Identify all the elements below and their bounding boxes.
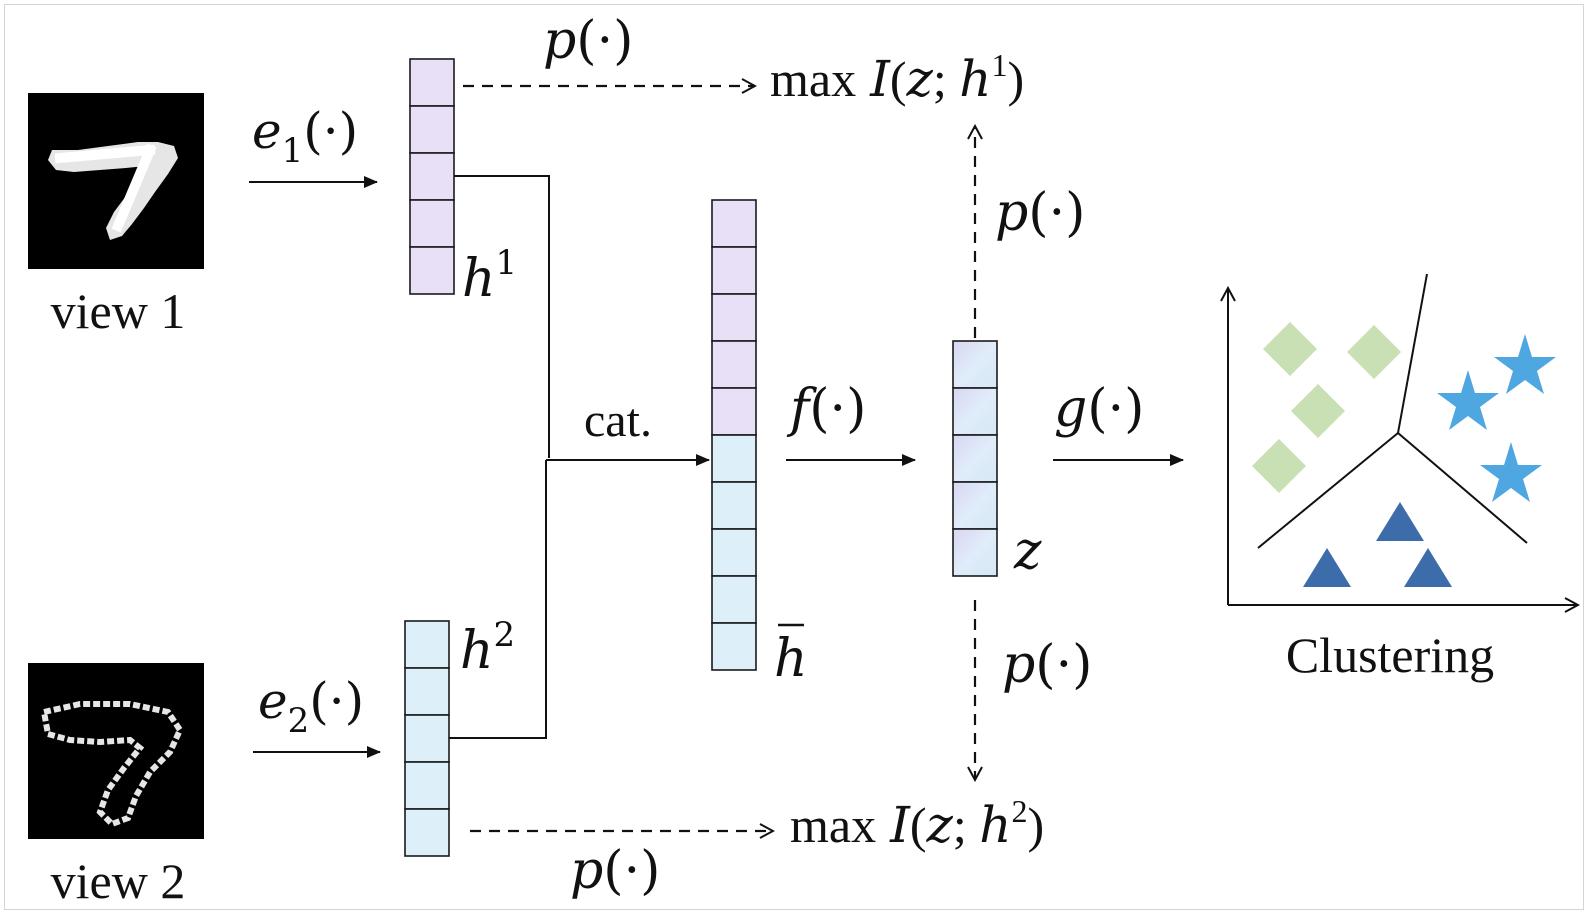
encoder2-label: e2(·) xyxy=(258,672,364,741)
h1-connector xyxy=(454,175,550,458)
h2-label: h2 xyxy=(460,615,515,681)
fusion-label: f(·) xyxy=(786,379,866,439)
diamond-marker xyxy=(1252,439,1306,493)
view1-label: view 1 xyxy=(51,283,186,339)
view2-image xyxy=(28,663,204,839)
triangle-marker xyxy=(1303,548,1351,587)
projection-label-bottom: p(·) xyxy=(570,841,660,901)
star-marker xyxy=(1437,370,1499,430)
h1-label: h1 xyxy=(462,243,517,309)
star-marker xyxy=(1494,334,1556,394)
triangle-marker xyxy=(1404,548,1452,587)
triangle-marker xyxy=(1376,502,1424,541)
h1-vector xyxy=(409,58,455,295)
boundary-line-2 xyxy=(1257,432,1399,549)
diamond-marker xyxy=(1347,325,1401,379)
z-vector xyxy=(952,340,998,577)
frame-border xyxy=(4,4,1584,910)
projection-label-z-up: p(·) xyxy=(995,183,1085,243)
encoder1-label: e1(·) xyxy=(252,102,358,171)
clustering-label: Clustering xyxy=(1286,627,1494,683)
projection-label-z-down: p(·) xyxy=(1002,635,1092,695)
z-label: z xyxy=(1013,521,1042,581)
h2-connector xyxy=(449,460,547,739)
concat-label: cat. xyxy=(584,394,652,447)
view1-image xyxy=(28,93,204,269)
view2-label: view 2 xyxy=(51,853,186,909)
star-marker xyxy=(1480,442,1542,502)
projection-label-top: p(·) xyxy=(543,11,633,71)
diamond-marker xyxy=(1263,322,1317,376)
hbar-label: h xyxy=(774,629,808,689)
cluster-fn-label: g(·) xyxy=(1054,379,1144,439)
diamond-marker xyxy=(1291,384,1345,438)
h2-vector xyxy=(404,620,450,857)
hbar-vector xyxy=(711,199,757,671)
clustering-plot xyxy=(1228,273,1578,605)
boundary-line-3 xyxy=(1397,432,1528,544)
boundary-line-1 xyxy=(1397,273,1428,434)
